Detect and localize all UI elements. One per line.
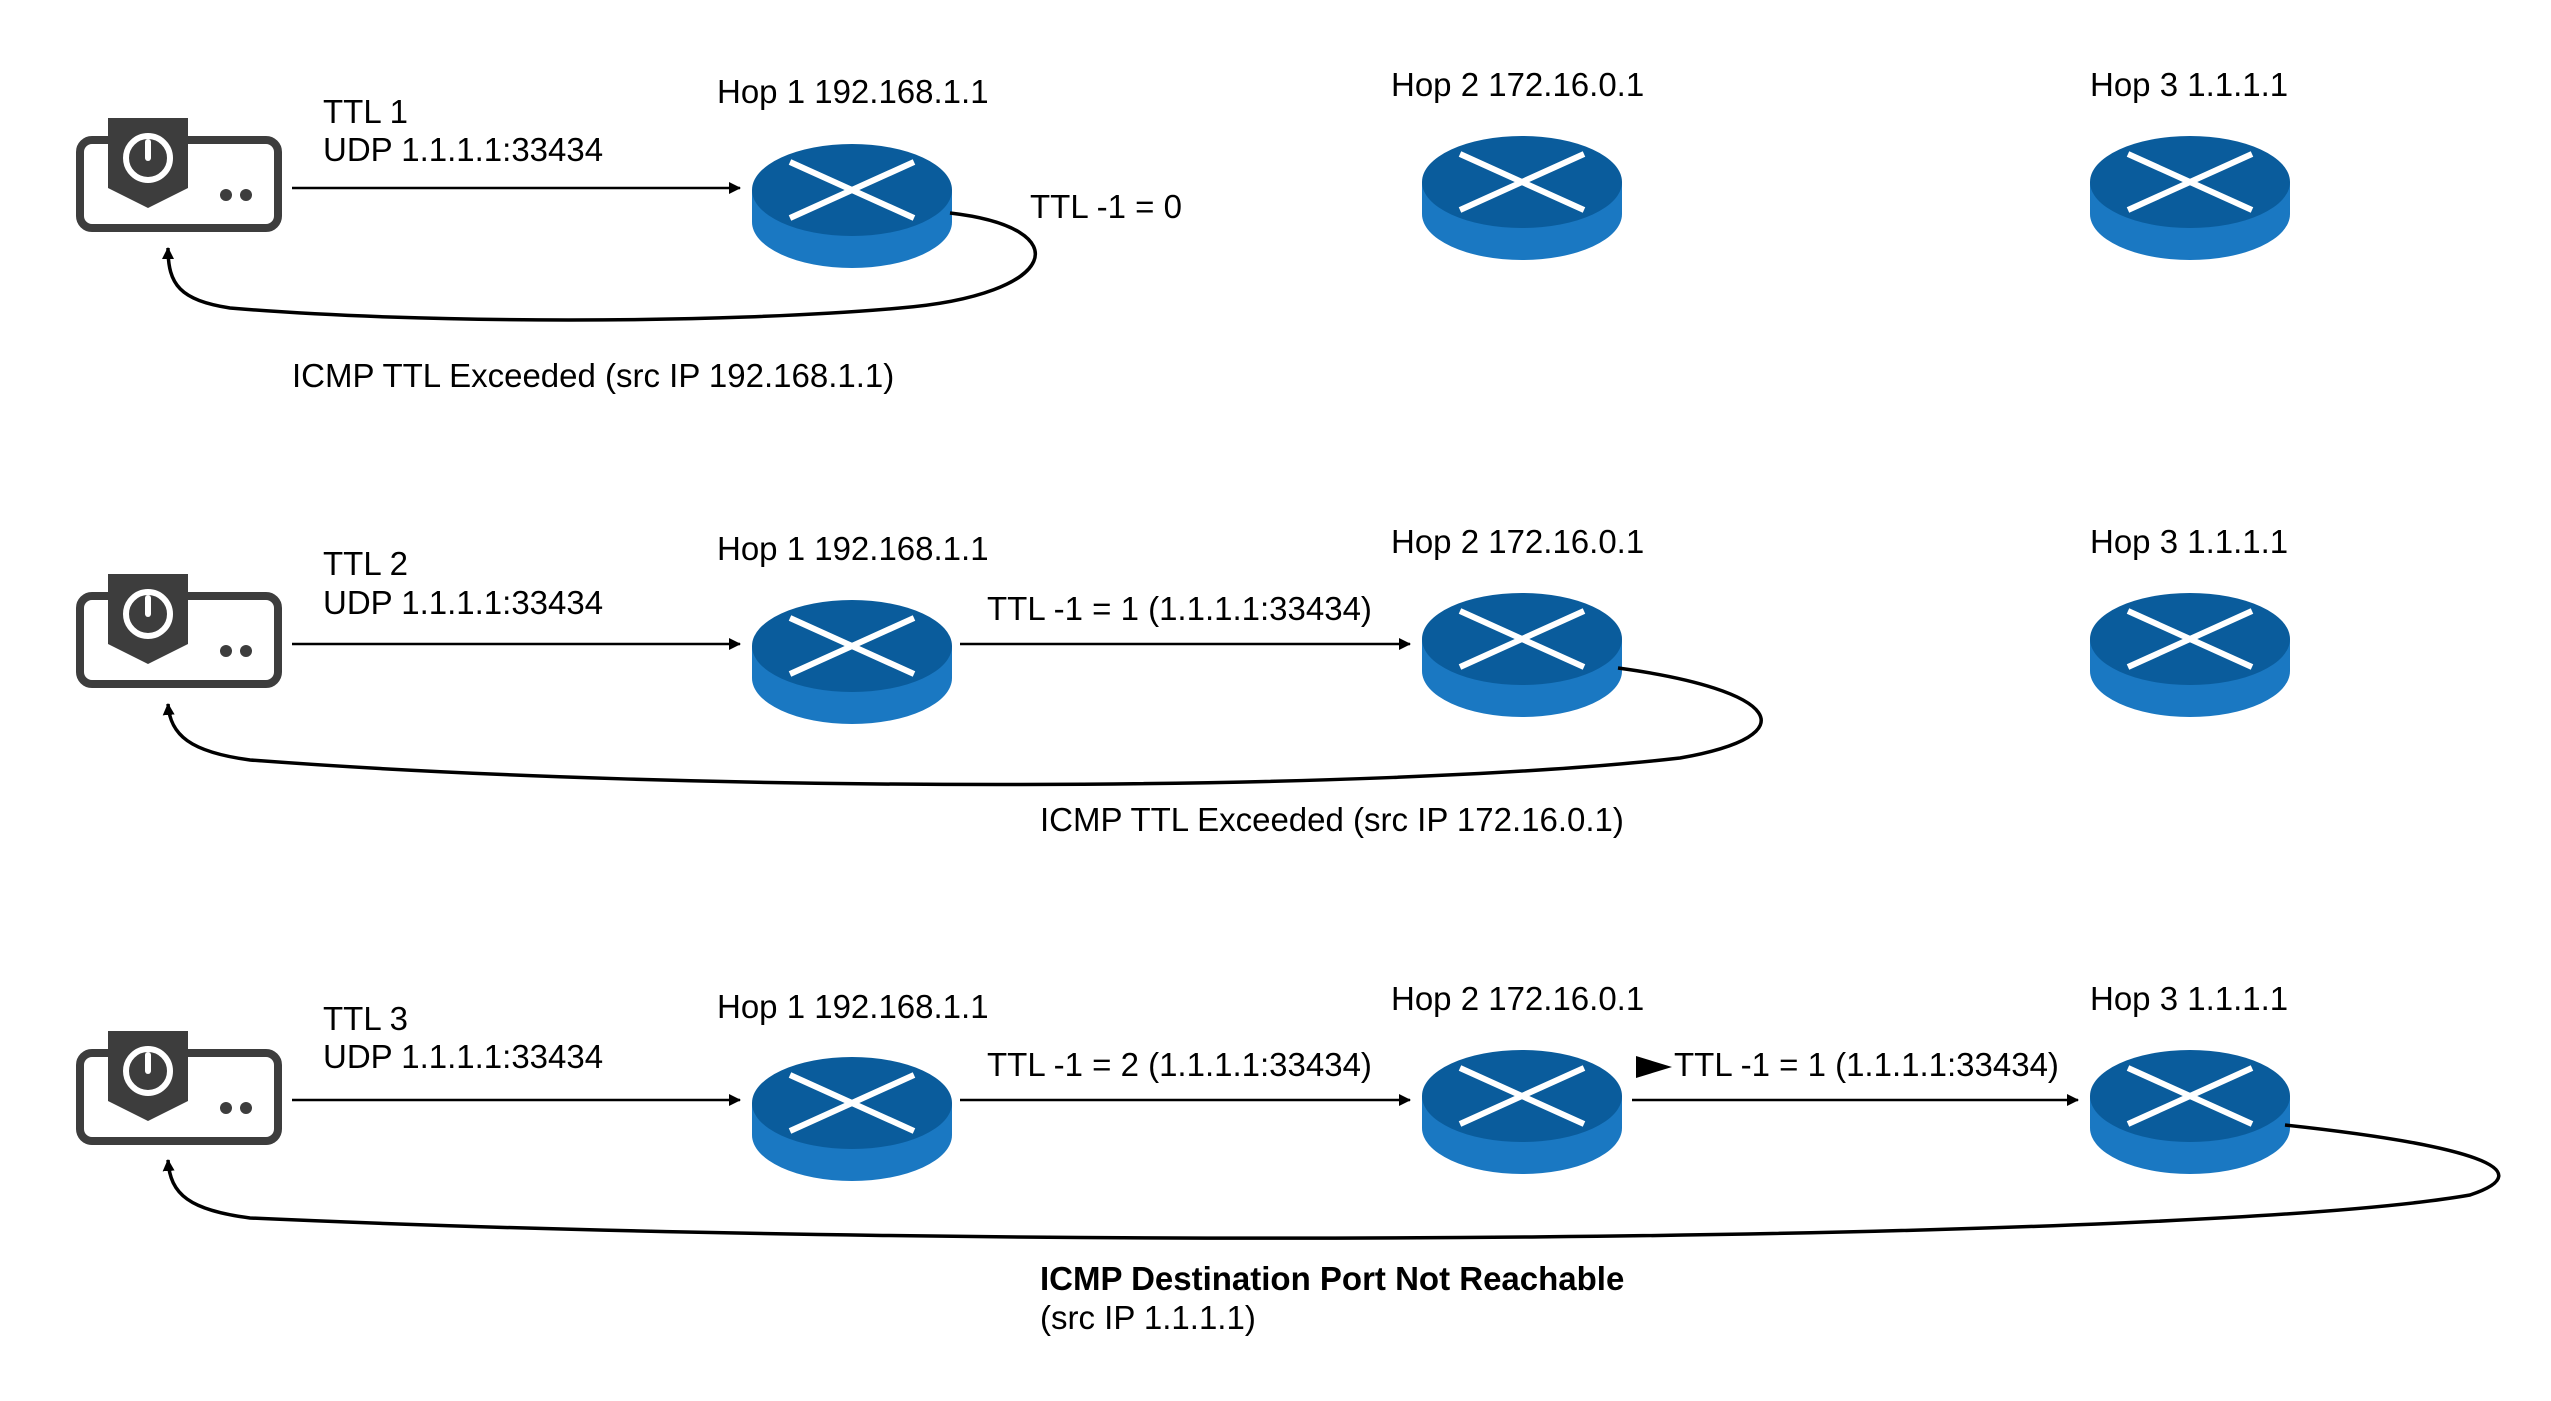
hop-3-label: Hop 3 1.1.1.1 xyxy=(2090,980,2288,1017)
router-icon xyxy=(2090,136,2290,260)
forward-ttl-label: TTL -1 = 1 (1.1.1.1:33434) xyxy=(1674,1046,2059,1083)
source-host xyxy=(76,574,282,688)
host-computer-icon xyxy=(76,118,282,232)
hop-2-label: Hop 2 172.16.0.1 xyxy=(1391,523,1644,560)
source-host xyxy=(76,1031,282,1145)
hop-2-router xyxy=(1422,136,1622,260)
hop-3-label: Hop 3 1.1.1.1 xyxy=(2090,523,2288,560)
router-icon xyxy=(2090,593,2290,717)
probe-udp-label: UDP 1.1.1.1:33434 xyxy=(323,584,603,621)
hop-1-router xyxy=(752,600,952,724)
probe-ttl-label: TTL 1 xyxy=(323,93,408,130)
source-host xyxy=(76,118,282,232)
router-icon xyxy=(2090,1050,2290,1174)
forward-ttl-label: TTL -1 = 1 (1.1.1.1:33434) xyxy=(987,590,1372,627)
arrow-head-glyph xyxy=(1636,1056,1672,1078)
hop-1-label: Hop 1 192.168.1.1 xyxy=(717,530,989,567)
hop-1-router xyxy=(752,1057,952,1181)
ttl-expired-label: TTL -1 = 0 xyxy=(1030,188,1182,225)
icmp-reply-arrow xyxy=(162,666,1763,787)
router-icon xyxy=(1422,1050,1622,1174)
trace-row-1: TTL 1 UDP 1.1.1.1:33434 Hop 1 192.168.1.… xyxy=(76,66,2290,394)
router-icon xyxy=(1422,593,1622,717)
router-icon xyxy=(752,600,952,724)
hop-2-router xyxy=(1422,593,1622,717)
icmp-reply-arrow xyxy=(162,211,1038,322)
icmp-reply-source-label: (src IP 1.1.1.1) xyxy=(1040,1299,1256,1336)
host-computer-icon xyxy=(76,1031,282,1145)
host-computer-icon xyxy=(76,574,282,688)
router-icon xyxy=(1422,136,1622,260)
icmp-reply-label: ICMP TTL Exceeded (src IP 192.168.1.1) xyxy=(292,357,894,394)
router-icon xyxy=(752,144,952,268)
probe-ttl-label: TTL 3 xyxy=(323,1000,408,1037)
hop-1-label: Hop 1 192.168.1.1 xyxy=(717,988,989,1025)
router-icon xyxy=(752,1057,952,1181)
probe-ttl-label: TTL 2 xyxy=(323,545,408,582)
hop-2-label: Hop 2 172.16.0.1 xyxy=(1391,66,1644,103)
hop-2-router xyxy=(1422,1050,1622,1174)
hop-3-router xyxy=(2090,593,2290,717)
forward-ttl-label: TTL -1 = 2 (1.1.1.1:33434) xyxy=(987,1046,1372,1083)
icmp-reply-label: ICMP Destination Port Not Reachable xyxy=(1040,1260,1624,1297)
probe-udp-label: UDP 1.1.1.1:33434 xyxy=(323,131,603,168)
trace-row-2: TTL 2 UDP 1.1.1.1:33434 Hop 1 192.168.1.… xyxy=(76,523,2290,838)
hop-3-router xyxy=(2090,136,2290,260)
hop-3-router xyxy=(2090,1050,2290,1174)
hop-1-label: Hop 1 192.168.1.1 xyxy=(717,73,989,110)
trace-row-3: TTL 3 UDP 1.1.1.1:33434 Hop 1 192.168.1.… xyxy=(76,980,2501,1336)
hop-2-label: Hop 2 172.16.0.1 xyxy=(1391,980,1644,1017)
icmp-reply-label: ICMP TTL Exceeded (src IP 172.16.0.1) xyxy=(1040,801,1624,838)
hop-3-label: Hop 3 1.1.1.1 xyxy=(2090,66,2288,103)
hop-1-router xyxy=(752,144,952,268)
probe-udp-label: UDP 1.1.1.1:33434 xyxy=(323,1038,603,1075)
icmp-reply-arrow xyxy=(162,1123,2501,1240)
